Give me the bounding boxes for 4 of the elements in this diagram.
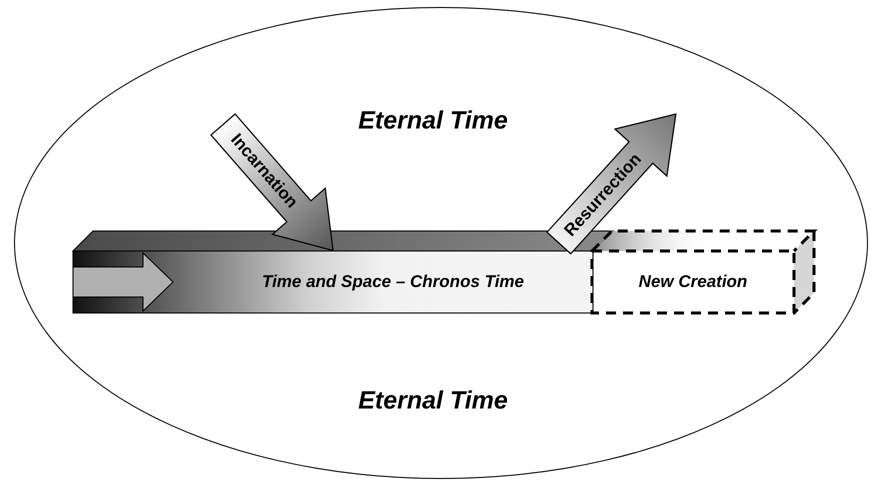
ellipse-region bbox=[14, 7, 868, 479]
region-label: Eternal Time bbox=[358, 386, 508, 416]
bar-label: Time and Space – Chronos Time bbox=[262, 272, 524, 292]
region-label: Eternal Time bbox=[358, 106, 508, 136]
